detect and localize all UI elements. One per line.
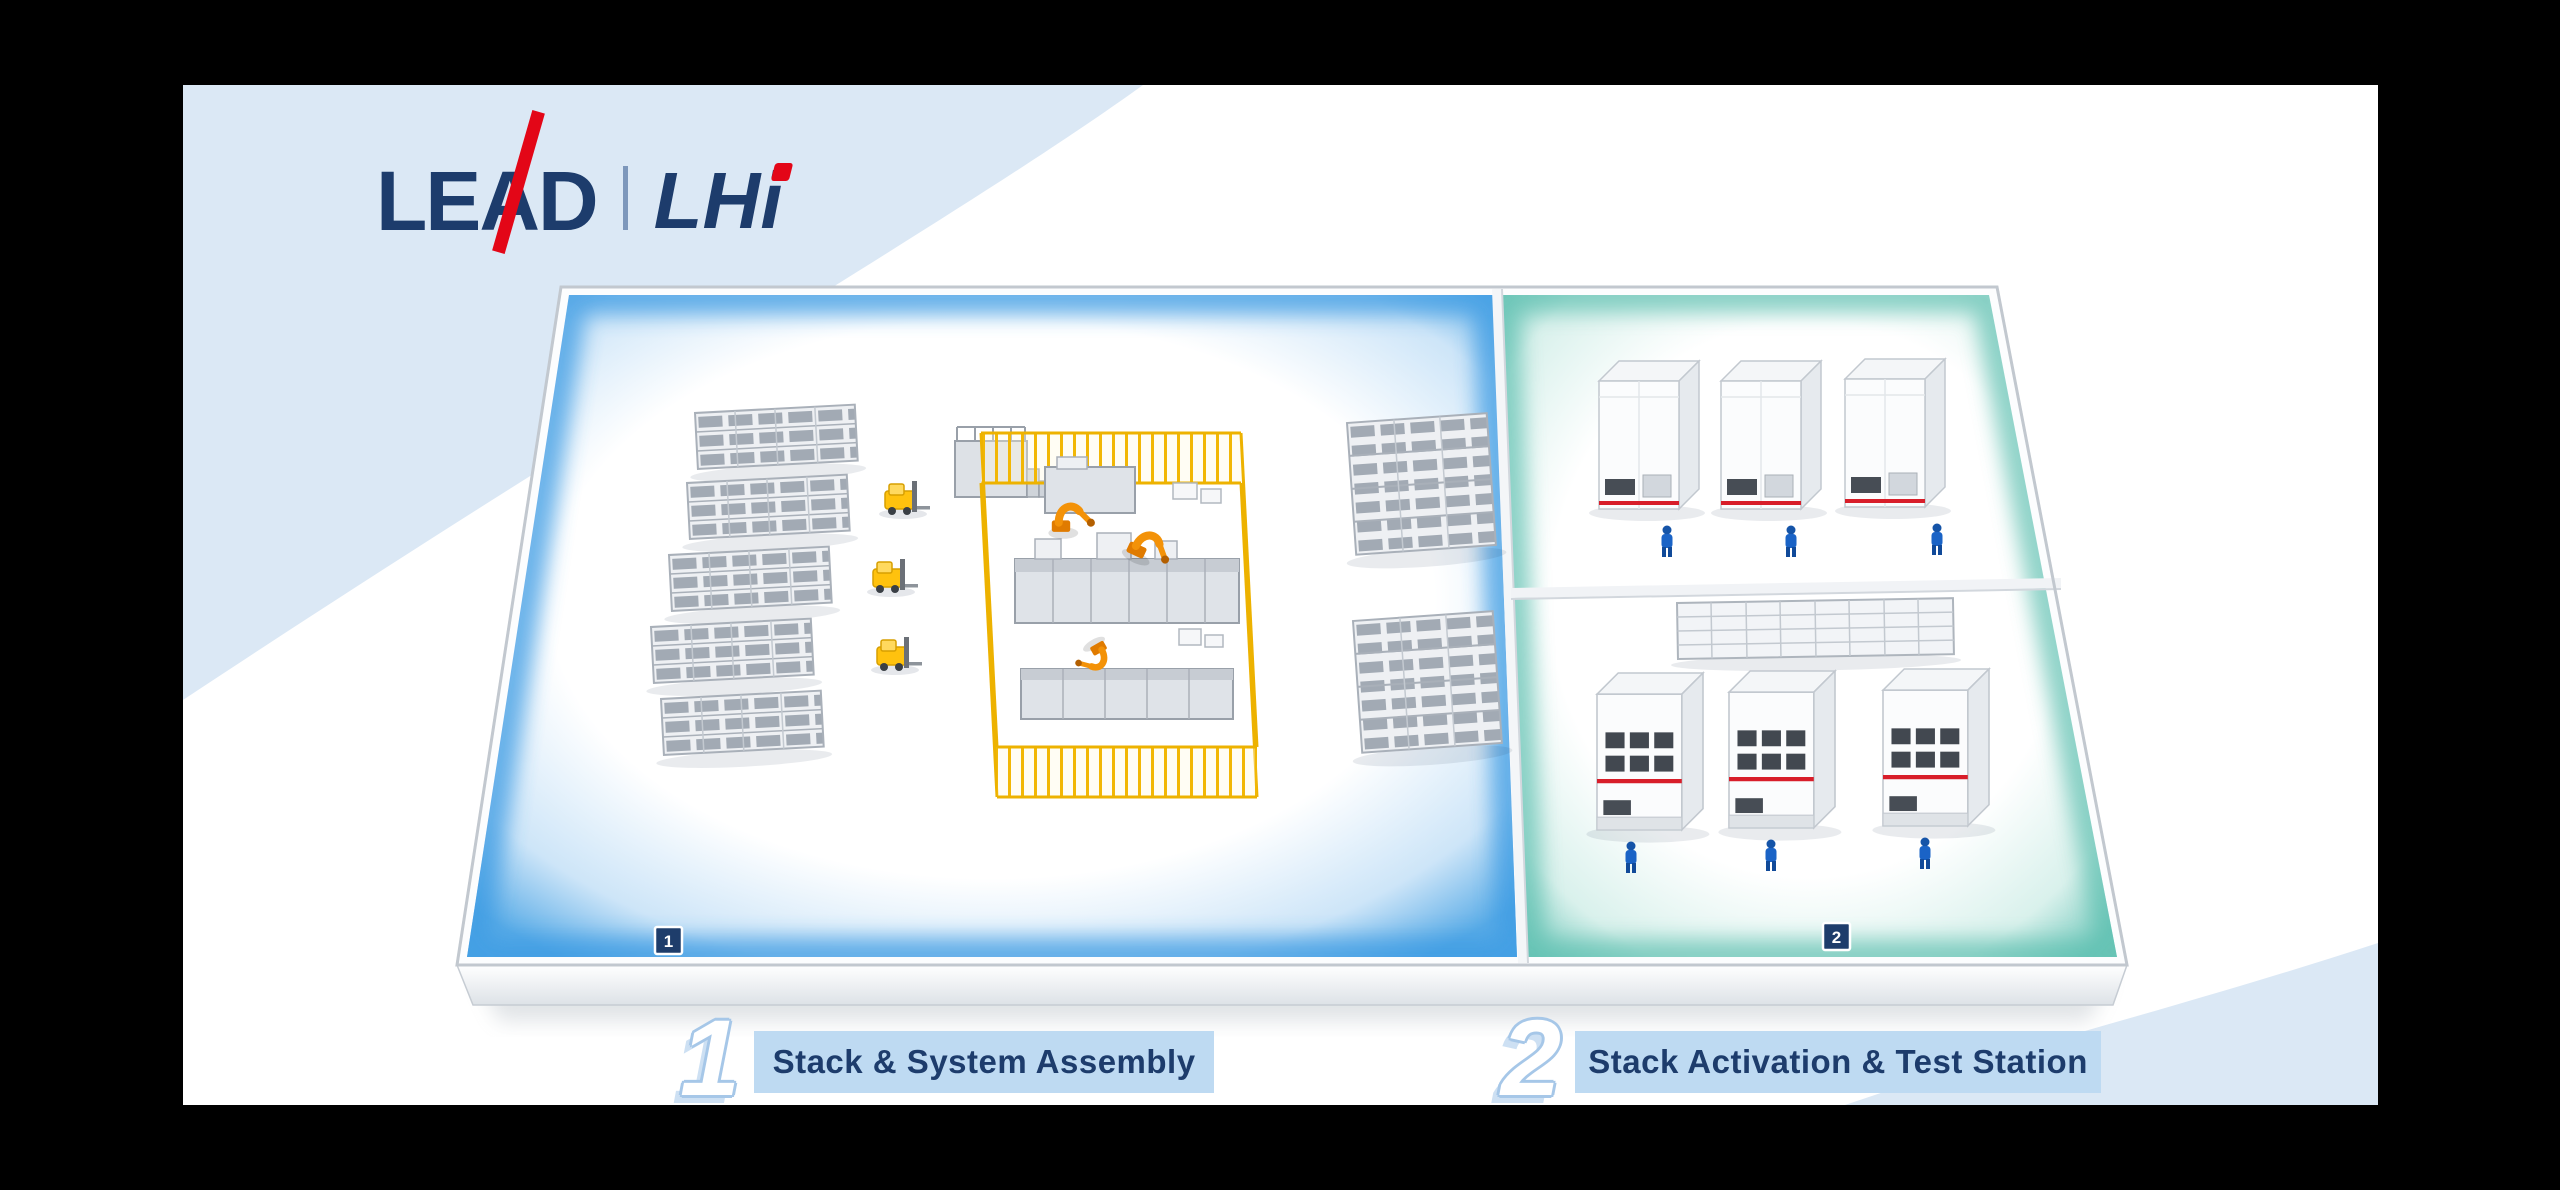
assembly-line-machine — [1014, 532, 1240, 624]
zone-divider-wall — [1492, 288, 1529, 964]
factory-illustration: 1 2 — [455, 285, 2129, 1021]
legend-label-box-2: Stack Activation & Test Station — [1575, 1031, 2102, 1094]
logo-divider — [622, 166, 628, 230]
test-chamber — [1871, 668, 1997, 840]
test-chamber — [1717, 670, 1843, 842]
cell-machine-top — [1044, 456, 1136, 514]
floor-badge-2-number: 2 — [1832, 928, 1841, 947]
legend-label-2: Stack Activation & Test Station — [1588, 1043, 2088, 1081]
storage-rack — [686, 403, 868, 487]
flow-rack — [1336, 411, 1509, 574]
legend-label-box-1: Stack & System Assembly — [754, 1031, 1215, 1094]
buffer-shelf — [1671, 597, 1962, 671]
legend-number-1: 1 — [680, 997, 741, 1105]
assembly-machine-2 — [1020, 668, 1234, 720]
content-page: LEAD LHi — [183, 85, 2378, 1105]
storage-rack — [652, 689, 834, 773]
outer-wall-outline — [455, 285, 2129, 967]
floor-badge-2: 2 — [1821, 921, 1852, 952]
pallet-boxes — [1172, 482, 1224, 648]
lhi-logo: LHi — [654, 155, 797, 241]
test-chamber — [1585, 672, 1711, 844]
legend-label-1: Stack & System Assembly — [772, 1043, 1196, 1081]
legend-item-1: 1 Stack & System Assembly — [680, 997, 1215, 1105]
storage-rack — [642, 617, 824, 701]
zone2-partition-wall — [1510, 578, 2062, 600]
test-chamber — [1834, 358, 1952, 520]
lead-logo-text: LEAD — [376, 154, 599, 248]
logo-lockup: LEAD LHi — [376, 110, 797, 257]
lhi-i-dot — [770, 163, 793, 181]
storage-rack — [678, 473, 860, 557]
test-chamber — [1710, 360, 1828, 522]
lead-logo: LEAD — [376, 110, 599, 254]
test-chamber — [1588, 360, 1706, 522]
flow-rack — [1342, 609, 1515, 772]
legend-item-2: 2 Stack Activation & Test Station — [1501, 997, 2102, 1105]
storage-rack — [660, 545, 842, 629]
lhi-logo-text: LHi — [653, 156, 783, 245]
floor-badge-1: 1 — [653, 925, 684, 956]
floor-badge-1-number: 1 — [664, 932, 673, 951]
legend-number-2: 2 — [1501, 997, 1562, 1105]
